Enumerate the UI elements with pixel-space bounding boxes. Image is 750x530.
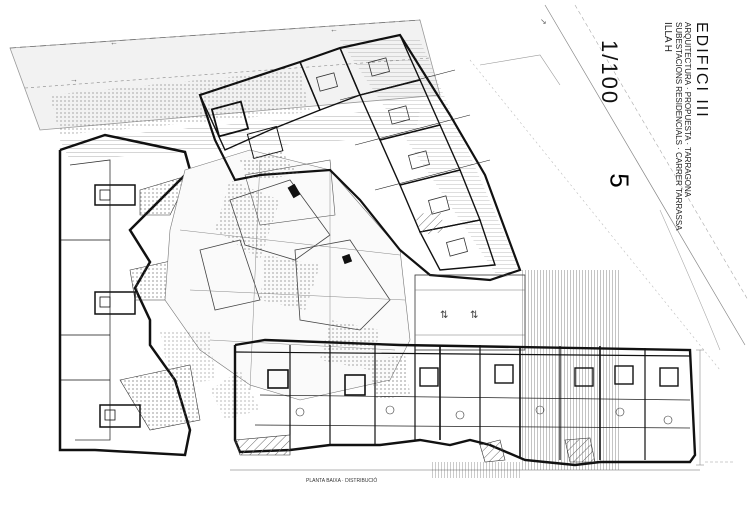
ramp-arrow-icon: ⇅ (440, 310, 448, 321)
garage-ramp: ⇅ ⇅ (414, 270, 620, 470)
hatched-perimeter (60, 40, 520, 280)
title-block: EDIFICI III ARQUITECTURA · PROPUESTA · T… (628, 22, 710, 231)
dimension-marks (696, 349, 735, 466)
sheet-number: 5 (604, 173, 635, 188)
sheet-subtitle: ARQUITECTURA · PROPUESTA · TARRAGONA (683, 22, 692, 198)
lower-wing (230, 338, 700, 478)
street-band-top: ← ← → (9, 19, 441, 135)
scale-label: 1/100 (596, 40, 622, 105)
upper-right-wing (198, 33, 522, 282)
street-arrow-right: → (70, 75, 78, 84)
ramp-arrow-icon: ⇅ (470, 310, 478, 321)
street-band-right: ↘ (469, 4, 749, 371)
footer-caption: PLANTA BAIXA · DISTRIBUCIÓ (306, 478, 378, 484)
central-courtyard (160, 149, 411, 420)
sheet-title: EDIFICI III (693, 22, 710, 119)
scale-value: 1/100 (597, 40, 622, 106)
sheet-subtitle: SUBESTACIONS RESIDENCIALS · CARRER TARRA… (674, 22, 683, 231)
street-arrow-left: ← (330, 25, 338, 34)
street-arrow-down: ↘ (540, 17, 547, 26)
block-label: ILLA H (662, 22, 673, 53)
street-arrow-left: ← (110, 38, 118, 47)
left-wing-outline (58, 133, 201, 457)
